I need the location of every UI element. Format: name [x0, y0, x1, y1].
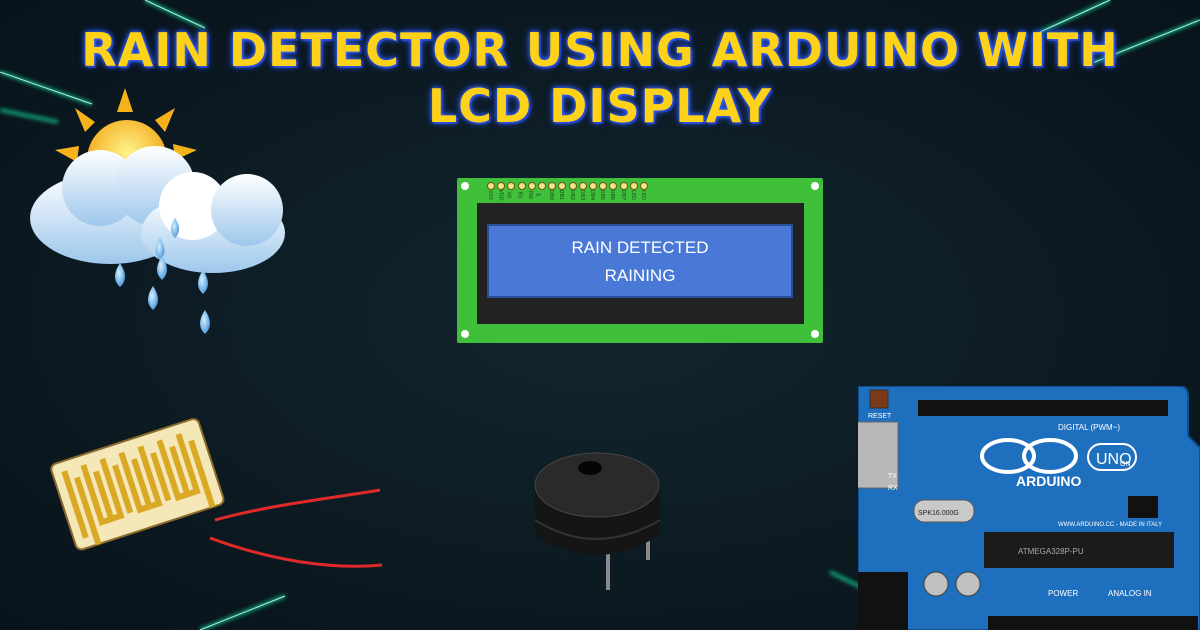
usb-port — [858, 421, 899, 489]
lcd-pin — [497, 182, 506, 190]
lcd-pin-label: RS — [515, 191, 522, 199]
mount-hole — [461, 330, 469, 338]
lcd-pin-label: LED — [639, 190, 646, 200]
lcd-line-2: RAINING — [604, 266, 676, 285]
lcd-line-1: RAIN DETECTED — [571, 238, 709, 257]
sensor-board — [50, 418, 225, 551]
chip-label: ATMEGA328P-PU — [1018, 547, 1084, 556]
lcd-pin — [507, 182, 516, 190]
cloud-icon — [30, 146, 285, 273]
lcd-pin-label: LED — [629, 190, 636, 200]
crystal-label: SPK16.000G — [918, 510, 959, 517]
lcd-pin-label: DB5 — [599, 189, 606, 201]
crystal — [913, 499, 975, 523]
lcd-pin — [527, 182, 536, 190]
atmega-chip — [984, 532, 1174, 568]
lcd-pin-label: DB7 — [619, 189, 626, 201]
rain-cloud-icon — [30, 88, 285, 334]
reset-label: RESET — [868, 413, 892, 420]
capacitor — [955, 571, 981, 597]
red-wire — [209, 536, 383, 568]
lcd-pin-label: RW — [526, 190, 533, 200]
page-title: RAIN DETECTOR USING ARDUINO WITH LCD DIS… — [0, 22, 1200, 134]
lcd-pin-label: DB4 — [589, 189, 596, 201]
lcd-pin-label: VSS — [486, 190, 493, 200]
sensor-traces — [61, 433, 216, 546]
lcd-pin — [599, 182, 608, 190]
lcd-screen: RAIN DETECTED RAINING — [487, 224, 793, 298]
lcd-pin-label: E — [534, 193, 541, 197]
title-line-1: RAIN DETECTOR USING ARDUINO WITH — [81, 23, 1119, 77]
icsp-header — [1128, 496, 1158, 518]
reset-button — [869, 389, 889, 409]
lcd-pin-label: DB1 — [558, 189, 565, 201]
lcd-pin — [558, 182, 567, 190]
analog-label: ANALOG IN — [1108, 589, 1152, 598]
lcd-pin — [578, 182, 587, 190]
lcd-pin — [548, 182, 557, 190]
digital-header — [918, 400, 1168, 416]
lcd-pin-label: DB6 — [609, 189, 616, 201]
title-line-2: LCD DISPLAY — [427, 79, 773, 133]
lcd-pin-label: DB3 — [579, 189, 586, 201]
lcd-pin-label: DB0 — [548, 189, 555, 201]
red-wire — [214, 488, 381, 522]
brand-label: ARDUINO — [1016, 473, 1081, 489]
lcd-pin — [619, 182, 628, 190]
on-label: ON — [1120, 461, 1131, 468]
lcd-pin — [640, 182, 648, 190]
mount-hole — [811, 182, 819, 190]
lcd-pin — [609, 182, 618, 190]
lcd-pin-label: DB2 — [568, 189, 575, 201]
mount-hole — [811, 330, 819, 338]
lcd-pin — [568, 182, 577, 190]
lcd-pin — [487, 182, 495, 190]
power-jack — [858, 572, 908, 630]
capacitor — [923, 571, 949, 597]
buzzer-icon — [534, 452, 661, 590]
lcd-pin — [589, 182, 597, 190]
lcd-pin-label: VDD — [497, 189, 504, 201]
lcd-pin — [517, 182, 526, 190]
website-label: WWW.ARDUINO.CC - MADE IN ITALY — [1058, 522, 1162, 528]
rx-label: RX — [888, 485, 898, 492]
raindrops-icon — [115, 218, 210, 334]
streak — [0, 108, 59, 124]
model-label: UNO — [1096, 451, 1132, 468]
tx-label: TX — [888, 473, 897, 480]
power-analog-header — [988, 616, 1198, 630]
arduino-uno-board: RESET DIGITAL (PWM~) ARDUINO UNO SPK16.0… — [858, 386, 1200, 630]
lcd-pin — [629, 182, 638, 190]
digital-label: DIGITAL (PWM~) — [1058, 423, 1120, 432]
rain-sensor-module — [50, 418, 383, 568]
arduino-logo-icon — [980, 438, 1036, 474]
mount-hole — [461, 182, 469, 190]
lcd-pin-label: V0 — [505, 191, 512, 199]
lcd-pin — [538, 182, 546, 190]
power-label: POWER — [1048, 589, 1078, 598]
